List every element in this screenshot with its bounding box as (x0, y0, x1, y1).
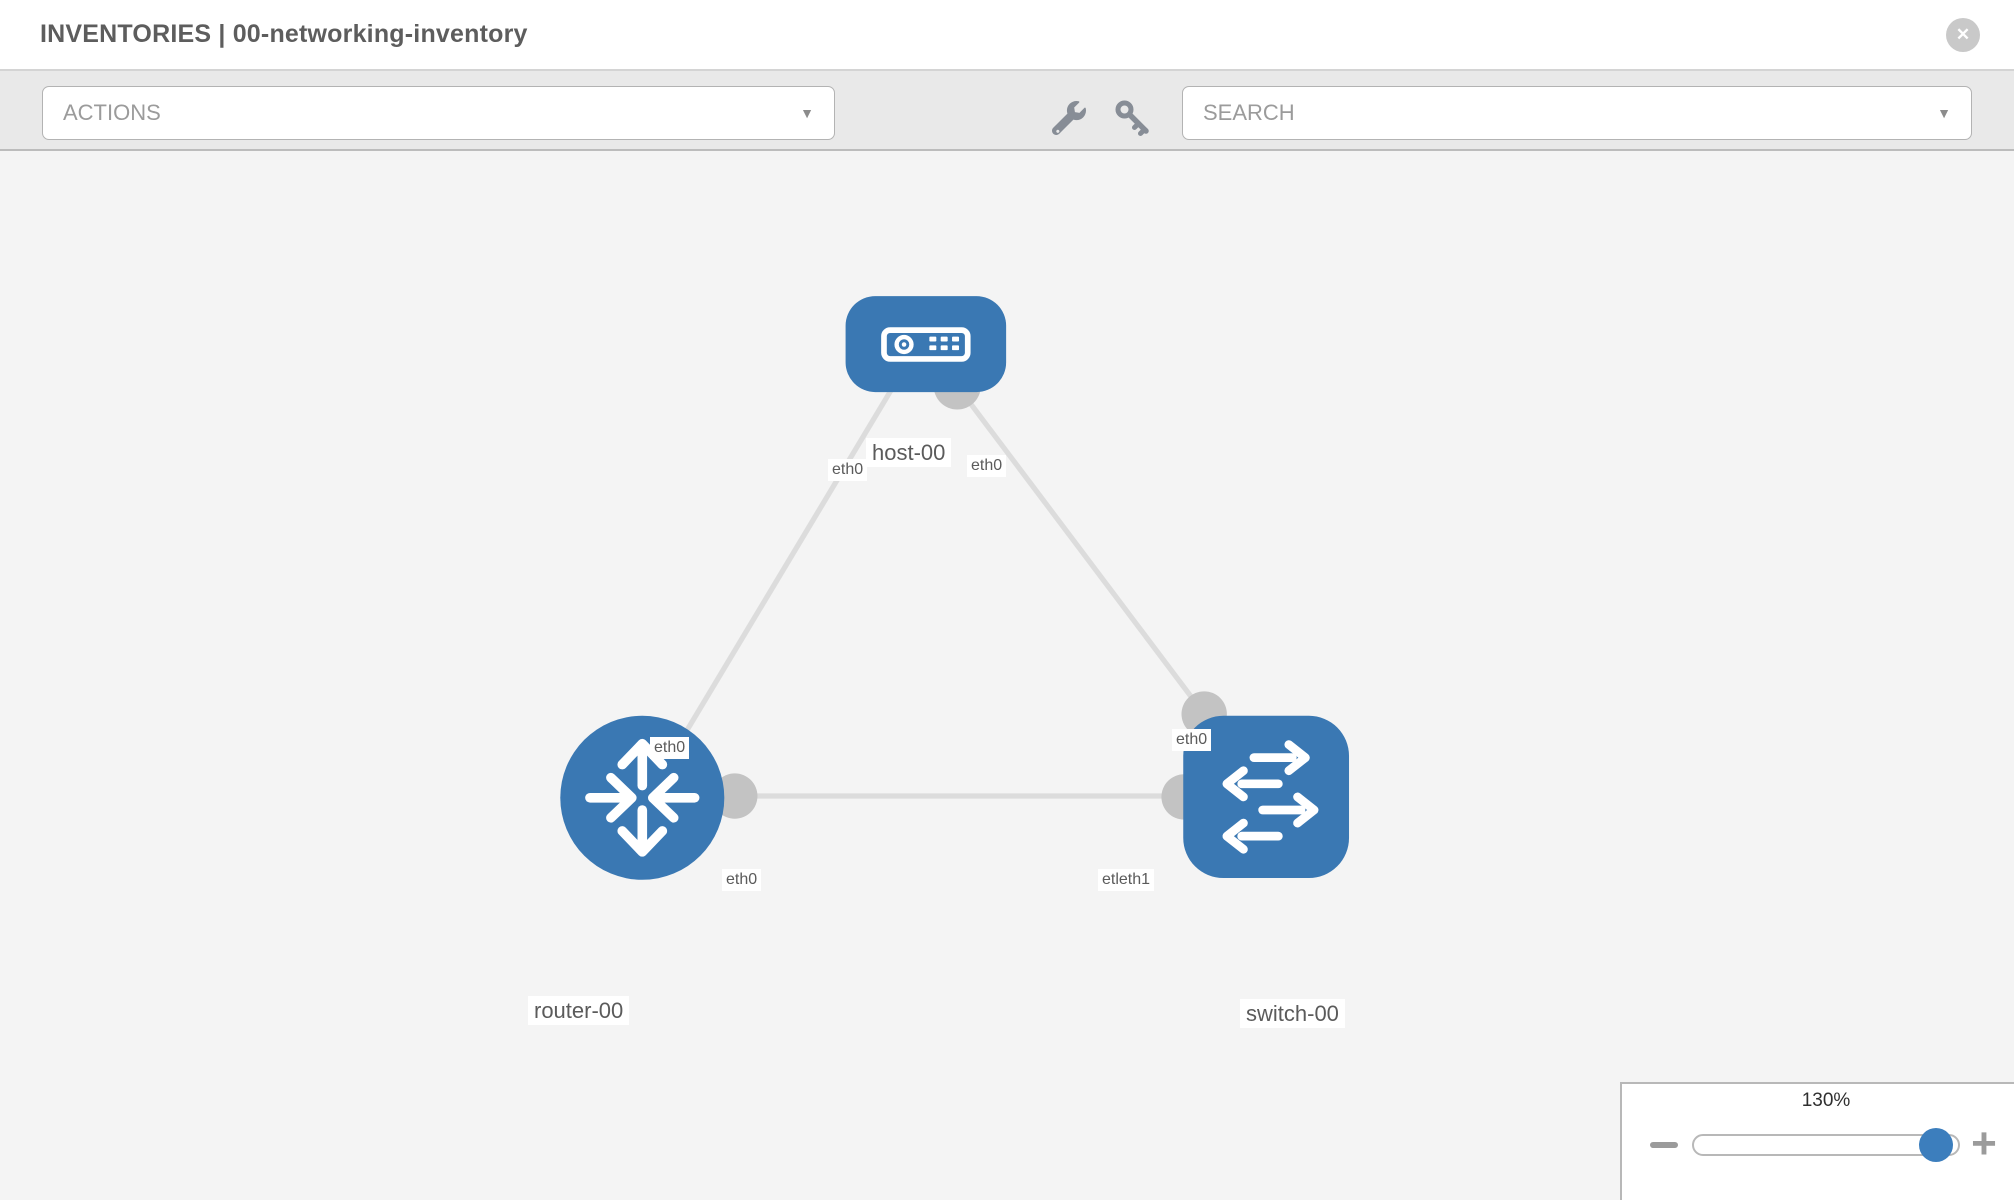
router-icon (585, 738, 700, 857)
chevron-down-icon: ▼ (800, 105, 814, 121)
toolbar: ACTIONS ▼ (0, 71, 2014, 151)
link-host-router[interactable] (645, 380, 899, 798)
host-eth0-left-label: eth0 (828, 459, 868, 482)
switch-eth1-overlapped-label: etleth1 (1098, 869, 1155, 892)
zoom-level-value: 130% (1801, 1090, 1851, 1111)
switch-node-label[interactable]: switch-00 (1240, 999, 1345, 1029)
plus-icon: + (1971, 1119, 1997, 1168)
actions-dropdown-label: ACTIONS (63, 100, 161, 125)
close-button[interactable]: ✕ (1946, 18, 1980, 52)
host-icon (881, 327, 971, 362)
host-eth0-right-label: eth0 (967, 455, 1007, 478)
actions-dropdown[interactable]: ACTIONS ▼ (42, 86, 835, 140)
wrench-icon (1048, 101, 1090, 135)
link-host-switch[interactable] (955, 384, 1207, 716)
router-node-label[interactable]: router-00 (528, 996, 630, 1026)
configure-tools-button[interactable] (1048, 97, 1090, 139)
zoom-slider-thumb[interactable] (1919, 1128, 1953, 1162)
close-icon: ✕ (1955, 25, 1971, 44)
chevron-down-icon: ▼ (1937, 105, 1951, 121)
zoom-panel: 130% + (1620, 1082, 2014, 1200)
node-switch[interactable] (1183, 715, 1350, 879)
zoom-out-button[interactable] (1650, 1142, 1678, 1148)
node-router[interactable] (560, 715, 725, 880)
key-button[interactable] (1112, 97, 1154, 139)
key-icon (1112, 98, 1154, 138)
zoom-slider[interactable] (1692, 1128, 1960, 1162)
switch-icon (1222, 740, 1319, 854)
node-host[interactable] (845, 296, 1007, 393)
search-input[interactable] (1183, 87, 1971, 139)
search-dropdown[interactable]: ▼ (1182, 86, 1972, 140)
topology-canvas[interactable]: eth0 host-00 eth0 eth0 eth0 eth0 etleth1… (0, 153, 2014, 1200)
switch-eth0-uplink-label: eth0 (1172, 729, 1212, 752)
ports (712, 362, 1227, 820)
router-eth0-uplink-label: eth0 (650, 737, 690, 760)
title-bar: INVENTORIES | 00-networking-inventory ✕ (0, 0, 2014, 71)
page-title: INVENTORIES | 00-networking-inventory (40, 20, 528, 48)
host-node-label[interactable]: host-00 (866, 438, 952, 468)
topology-graph (560, 296, 1350, 880)
router-eth0-right-label: eth0 (722, 869, 762, 892)
zoom-in-button[interactable]: + (1966, 1120, 2002, 1168)
